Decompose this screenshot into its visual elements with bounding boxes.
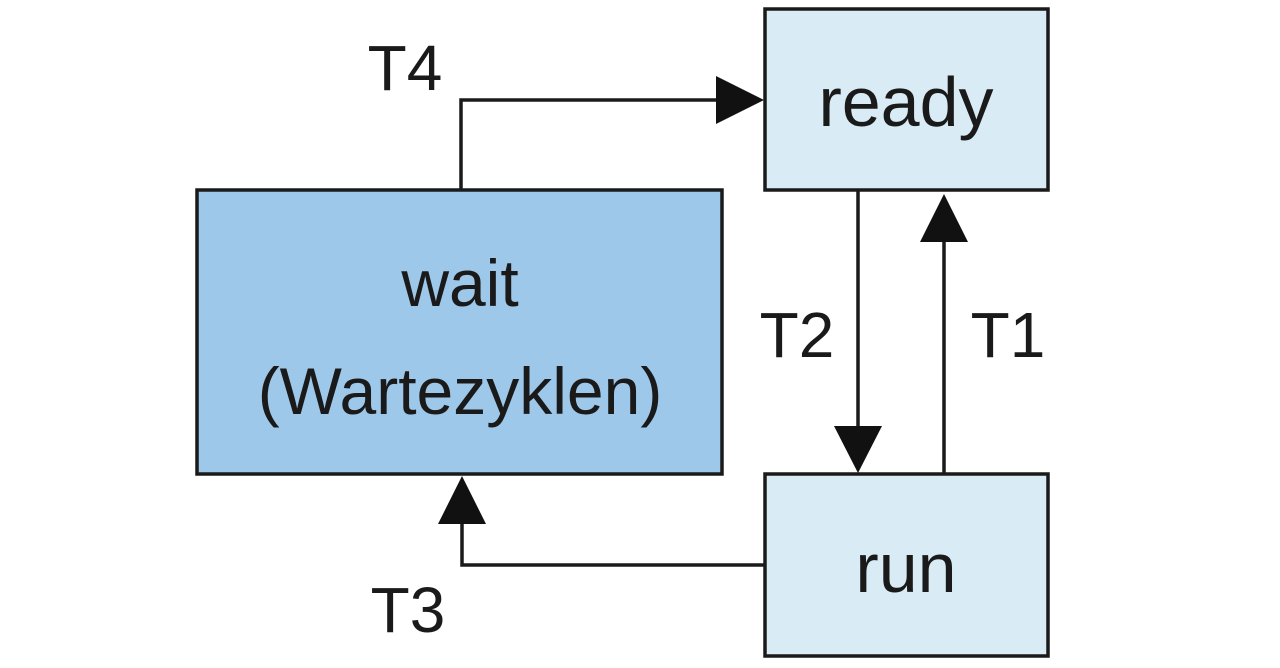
transition-t3-label: T3 bbox=[371, 574, 446, 646]
transition-t3-arrowhead bbox=[438, 476, 486, 524]
transition-t1-label: T1 bbox=[971, 299, 1046, 371]
wait-state-sublabel: (Wartezyklen) bbox=[258, 354, 663, 428]
run-state-label: run bbox=[855, 529, 956, 607]
wait-state-label: wait bbox=[400, 246, 518, 320]
transition-t2-arrowhead bbox=[834, 426, 882, 473]
transition-t3-line bbox=[460, 524, 765, 567]
transition-t2-label: T2 bbox=[760, 299, 835, 371]
transition-t4-arrowhead bbox=[716, 76, 764, 124]
ready-state-label: ready bbox=[818, 63, 993, 141]
transition-t4-label: T4 bbox=[368, 32, 443, 104]
wait-state-box bbox=[195, 188, 724, 476]
transition-t1-arrowhead bbox=[920, 194, 968, 242]
ready-state-box bbox=[763, 7, 1050, 192]
transition-t4-line bbox=[459, 98, 716, 190]
run-state-box bbox=[763, 472, 1050, 658]
